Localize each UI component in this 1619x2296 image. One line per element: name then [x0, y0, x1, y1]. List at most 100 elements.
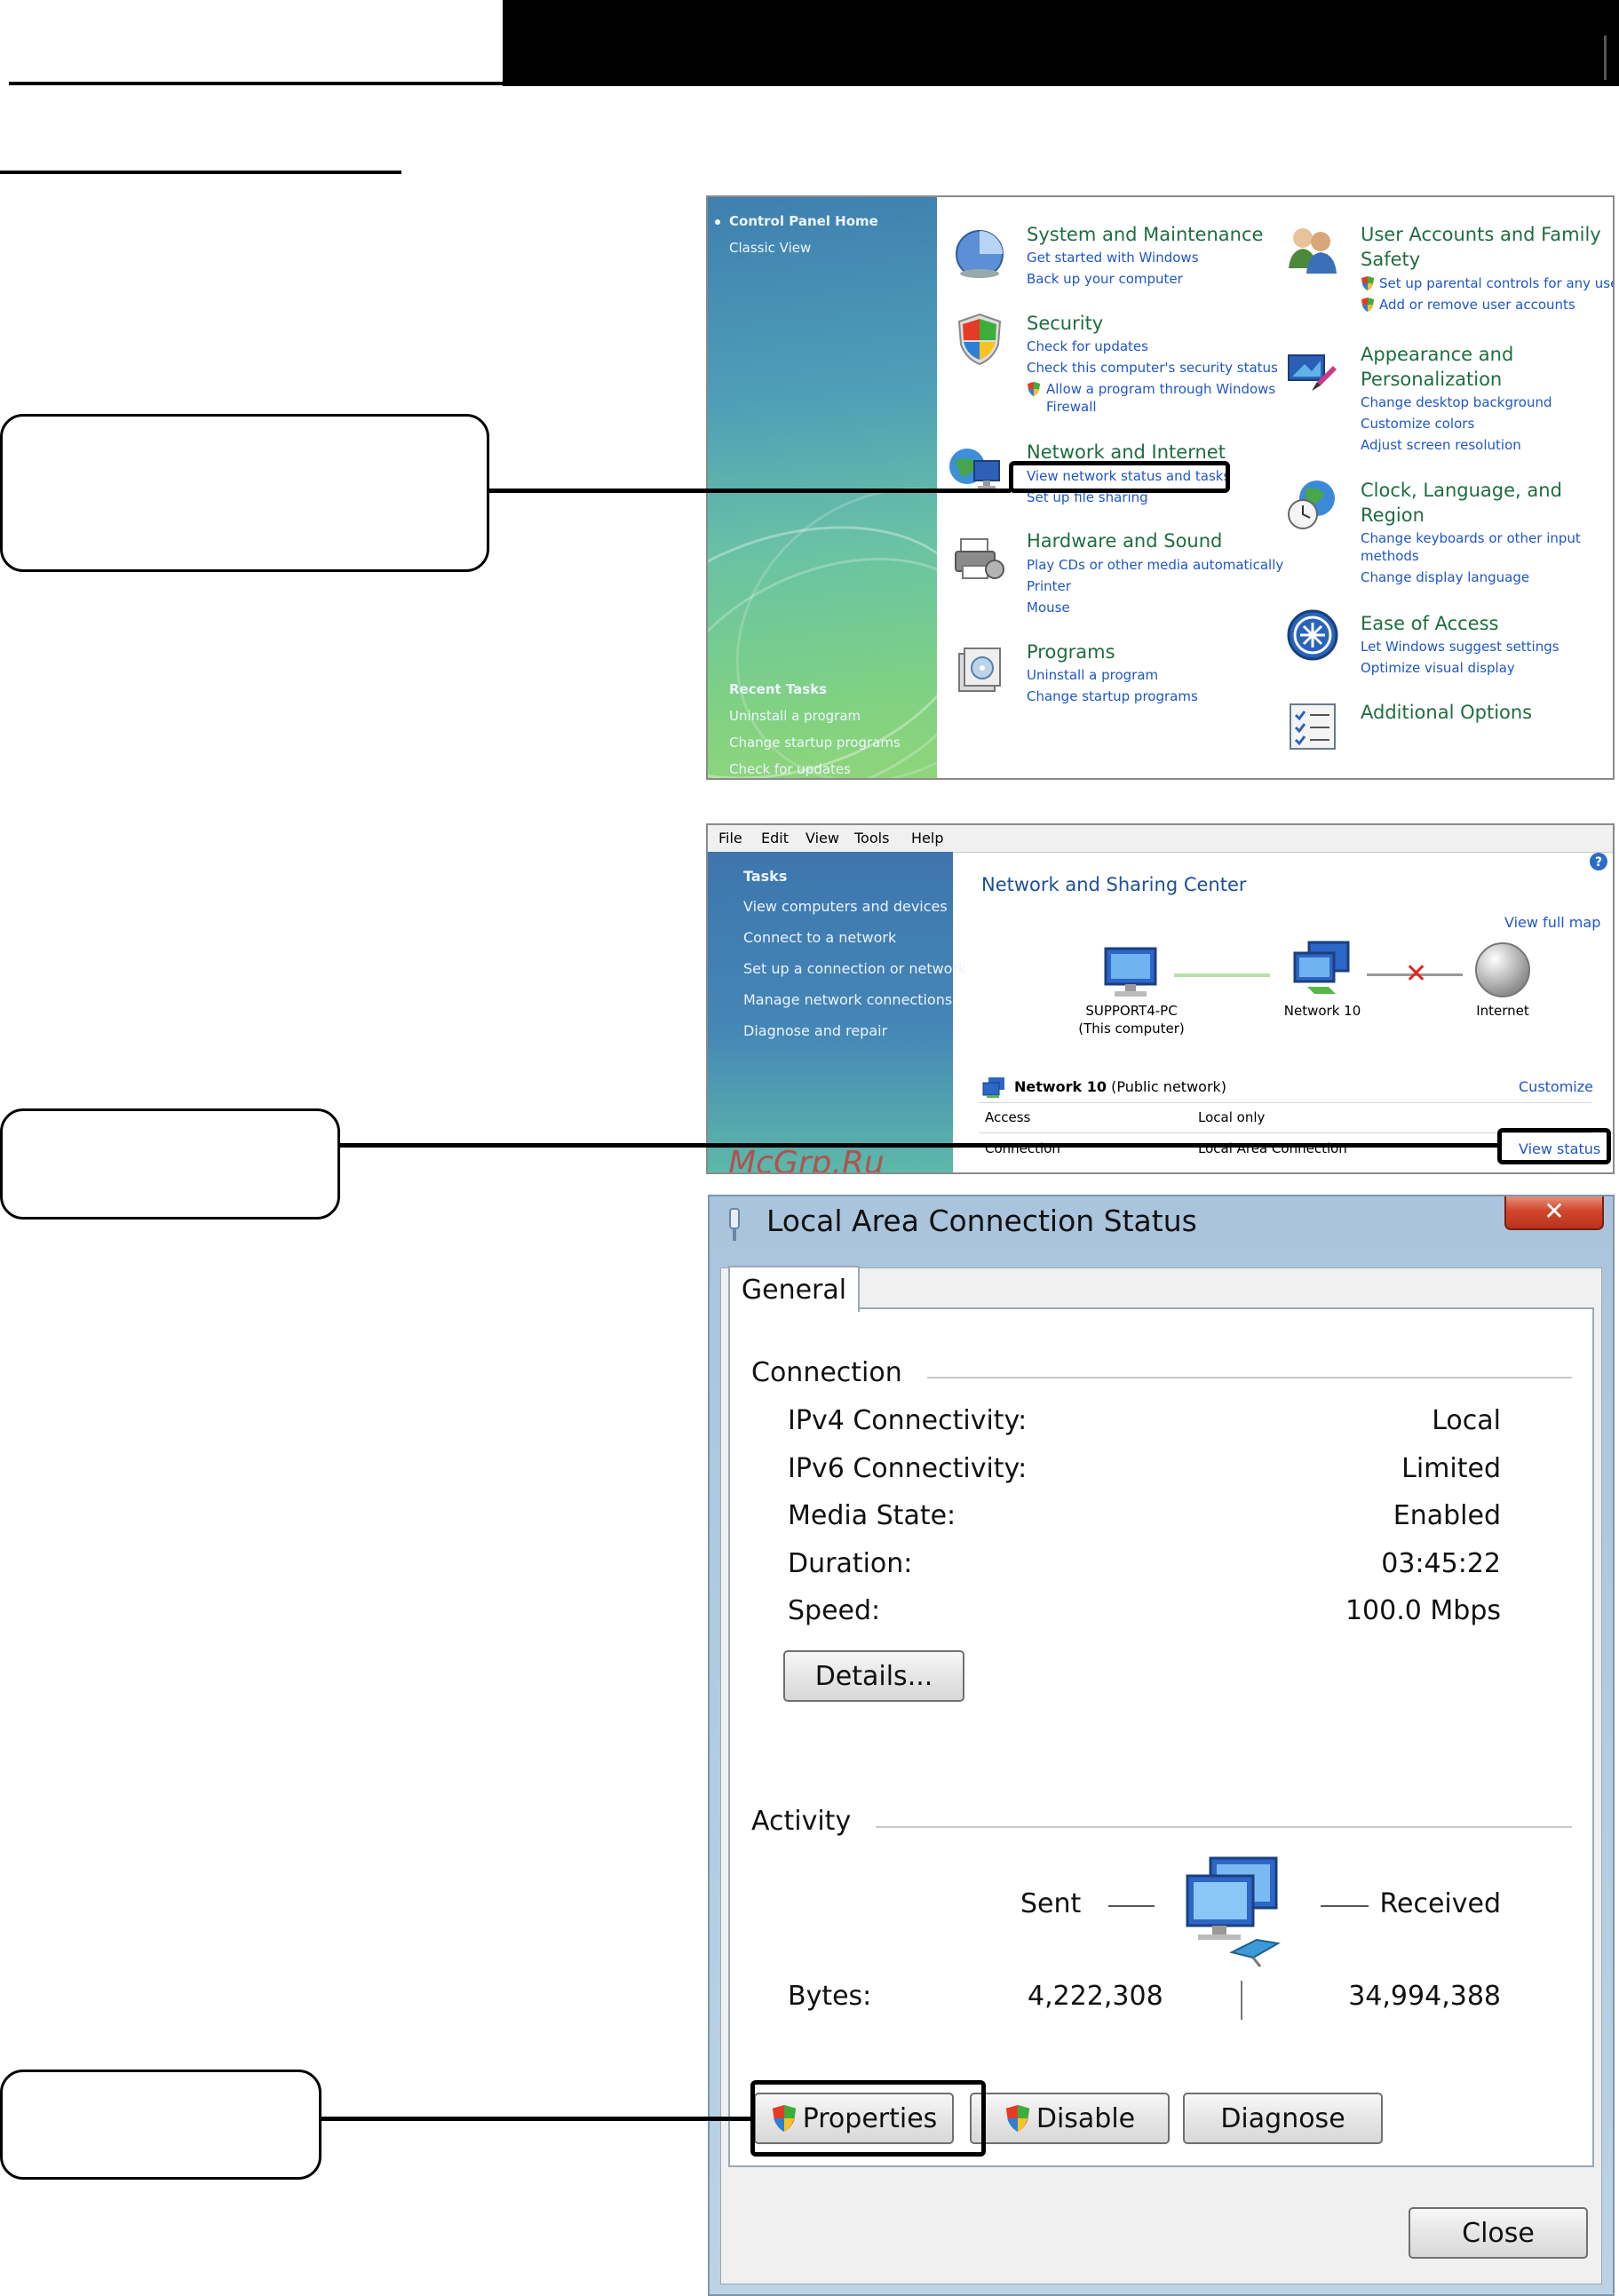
- link-check-updates[interactable]: Check for updates: [1027, 338, 1148, 354]
- link-view-network-status[interactable]: View network status and tasks: [1027, 468, 1231, 484]
- divider: [979, 1102, 1591, 1103]
- node-pc-label: (This computer): [1078, 1021, 1185, 1037]
- link-input-methods[interactable]: methods: [1361, 548, 1419, 564]
- sidebar-item-classic-view[interactable]: Classic View: [729, 240, 812, 256]
- recent-task-startup[interactable]: Change startup programs: [729, 735, 901, 751]
- help-icon[interactable]: ?: [1589, 852, 1608, 871]
- link-firewall[interactable]: Firewall: [1046, 399, 1097, 415]
- control-panel-sidebar: Control Panel Home Classic View Recent T…: [708, 197, 937, 778]
- category-user-accounts-line2[interactable]: Safety: [1361, 249, 1421, 270]
- link-set-up-file-sharing[interactable]: Set up file sharing: [1027, 489, 1148, 505]
- close-button[interactable]: Close: [1409, 2207, 1588, 2259]
- category-appearance[interactable]: Appearance and: [1361, 344, 1514, 365]
- connection-status-dialog: Local Area Connection Status ✕ General C…: [708, 1195, 1615, 2296]
- callout-box-2: [0, 1108, 340, 1220]
- category-additional-options[interactable]: Additional Options: [1361, 702, 1533, 723]
- received-dash: [1321, 1905, 1369, 1907]
- callout-line-1: [487, 489, 1011, 493]
- link-windows-suggest[interactable]: Let Windows suggest settings: [1361, 639, 1559, 655]
- recent-task-uninstall[interactable]: Uninstall a program: [729, 708, 861, 724]
- category-system-maintenance[interactable]: System and Maintenance: [1027, 224, 1264, 245]
- category-programs[interactable]: Programs: [1027, 641, 1115, 663]
- menu-view[interactable]: View: [806, 830, 839, 846]
- tasks-title: Tasks: [743, 868, 788, 885]
- bytes-sent-value: 4,222,308: [1028, 1981, 1163, 2012]
- category-clock-language[interactable]: Clock, Language, and: [1361, 480, 1562, 501]
- user-accounts-icon: [1289, 228, 1337, 274]
- link-change-startup[interactable]: Change startup programs: [1027, 688, 1198, 704]
- task-manage-connections[interactable]: Manage network connections: [743, 991, 953, 1008]
- header-bar-notch: [1604, 36, 1607, 80]
- category-network-internet[interactable]: Network and Internet: [1027, 441, 1226, 463]
- task-diagnose-repair[interactable]: Diagnose and repair: [743, 1022, 888, 1039]
- link-change-keyboards[interactable]: Change keyboards or other input: [1361, 530, 1581, 546]
- link-mouse[interactable]: Mouse: [1027, 600, 1070, 616]
- category-user-accounts[interactable]: User Accounts and Family: [1361, 224, 1601, 245]
- menu-edit[interactable]: Edit: [761, 830, 789, 846]
- system-maintenance-icon: [956, 230, 1004, 278]
- customize-link[interactable]: Customize: [1519, 1078, 1593, 1095]
- uac-shield-icon: [1028, 382, 1040, 396]
- link-get-started[interactable]: Get started with Windows: [1027, 250, 1199, 266]
- link-printer[interactable]: Printer: [1027, 578, 1071, 594]
- link-screen-resolution[interactable]: Adjust screen resolution: [1361, 437, 1521, 453]
- activity-computers-icon: [1186, 1856, 1281, 1967]
- diagnose-button[interactable]: Diagnose: [1183, 2093, 1383, 2144]
- recent-tasks-title: Recent Tasks: [729, 681, 828, 697]
- menu-file[interactable]: File: [718, 830, 742, 846]
- link-desktop-background[interactable]: Change desktop background: [1361, 394, 1552, 410]
- close-icon: ✕: [1544, 1196, 1565, 1226]
- link-security-status[interactable]: Check this computer's security status: [1027, 360, 1278, 376]
- tab-general[interactable]: General: [728, 1266, 860, 1312]
- connection-header: Connection: [751, 1357, 902, 1388]
- tab-panel: [728, 1307, 1594, 2167]
- bytes-separator: [1241, 1981, 1242, 2020]
- link-line-internet: [1367, 973, 1463, 976]
- access-value: Local only: [1198, 1109, 1266, 1125]
- network-adapter-icon: [729, 1208, 740, 1241]
- node-pc-name: SUPPORT4-PC: [1085, 1003, 1178, 1019]
- recent-task-updates[interactable]: Check for updates: [729, 761, 851, 777]
- callout-line-3: [318, 2117, 753, 2121]
- network-name-row: Network 10 (Public network): [1014, 1078, 1226, 1095]
- view-full-map-link[interactable]: View full map: [1504, 914, 1601, 931]
- close-window-button[interactable]: ✕: [1504, 1196, 1604, 1230]
- link-optimize-display[interactable]: Optimize visual display: [1361, 660, 1515, 676]
- link-add-remove-users[interactable]: Add or remove user accounts: [1379, 297, 1575, 313]
- sidebar-item-home[interactable]: Control Panel Home: [729, 213, 878, 229]
- link-customize-colors[interactable]: Customize colors: [1361, 416, 1475, 432]
- highlight-view-status: [1497, 1128, 1611, 1164]
- disable-label: Disable: [1036, 2102, 1136, 2134]
- disable-button[interactable]: Disable: [970, 2093, 1170, 2144]
- menu-tools[interactable]: Tools: [854, 830, 890, 846]
- callout-box-3: [0, 2070, 321, 2180]
- menu-bar: File Edit View Tools Help: [708, 825, 1613, 853]
- menu-help[interactable]: Help: [911, 830, 944, 846]
- computer-icon: [1104, 947, 1157, 997]
- category-ease-of-access[interactable]: Ease of Access: [1361, 613, 1499, 634]
- link-back-up[interactable]: Back up your computer: [1027, 271, 1183, 287]
- ipv4-value: Local: [1432, 1405, 1501, 1436]
- hardware-printer-icon: [955, 538, 1004, 579]
- link-uninstall-program[interactable]: Uninstall a program: [1027, 667, 1159, 683]
- link-display-language[interactable]: Change display language: [1361, 569, 1530, 585]
- category-security[interactable]: Security: [1027, 313, 1104, 334]
- network-internet-icon: [949, 449, 1000, 489]
- highlight-properties-button: [750, 2080, 986, 2157]
- task-view-computers[interactable]: View computers and devices: [743, 898, 948, 915]
- uac-shield-icon: [772, 2105, 796, 2132]
- security-shield-icon: [957, 313, 1002, 366]
- activity-header: Activity: [751, 1806, 852, 1837]
- category-hardware-sound[interactable]: Hardware and Sound: [1027, 530, 1223, 552]
- category-appearance-line2[interactable]: Personalization: [1361, 369, 1503, 390]
- task-set-up-connection[interactable]: Set up a connection or network: [743, 960, 967, 977]
- received-label: Received: [1379, 1888, 1502, 1919]
- task-connect-network[interactable]: Connect to a network: [743, 929, 897, 946]
- view-status-link[interactable]: View status: [1519, 1140, 1601, 1157]
- link-allow-program[interactable]: Allow a program through Windows: [1046, 381, 1276, 397]
- category-clock-language-line2[interactable]: Region: [1361, 504, 1425, 526]
- details-button[interactable]: Details...: [783, 1650, 964, 1702]
- link-parental-controls[interactable]: Set up parental controls for any user: [1379, 275, 1615, 291]
- link-play-cds[interactable]: Play CDs or other media automatically: [1027, 557, 1284, 573]
- properties-button[interactable]: Properties: [754, 2093, 954, 2144]
